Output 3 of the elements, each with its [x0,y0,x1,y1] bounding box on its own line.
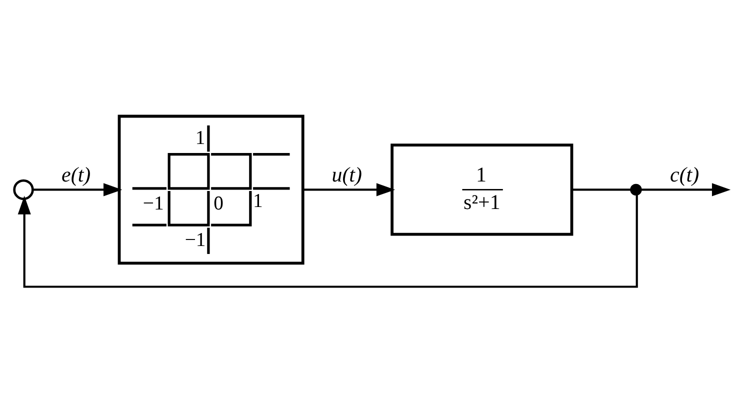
edge-label: e(t) [62,162,91,187]
edge-label: c(t) [670,162,700,187]
edge-label: u(t) [332,162,362,187]
